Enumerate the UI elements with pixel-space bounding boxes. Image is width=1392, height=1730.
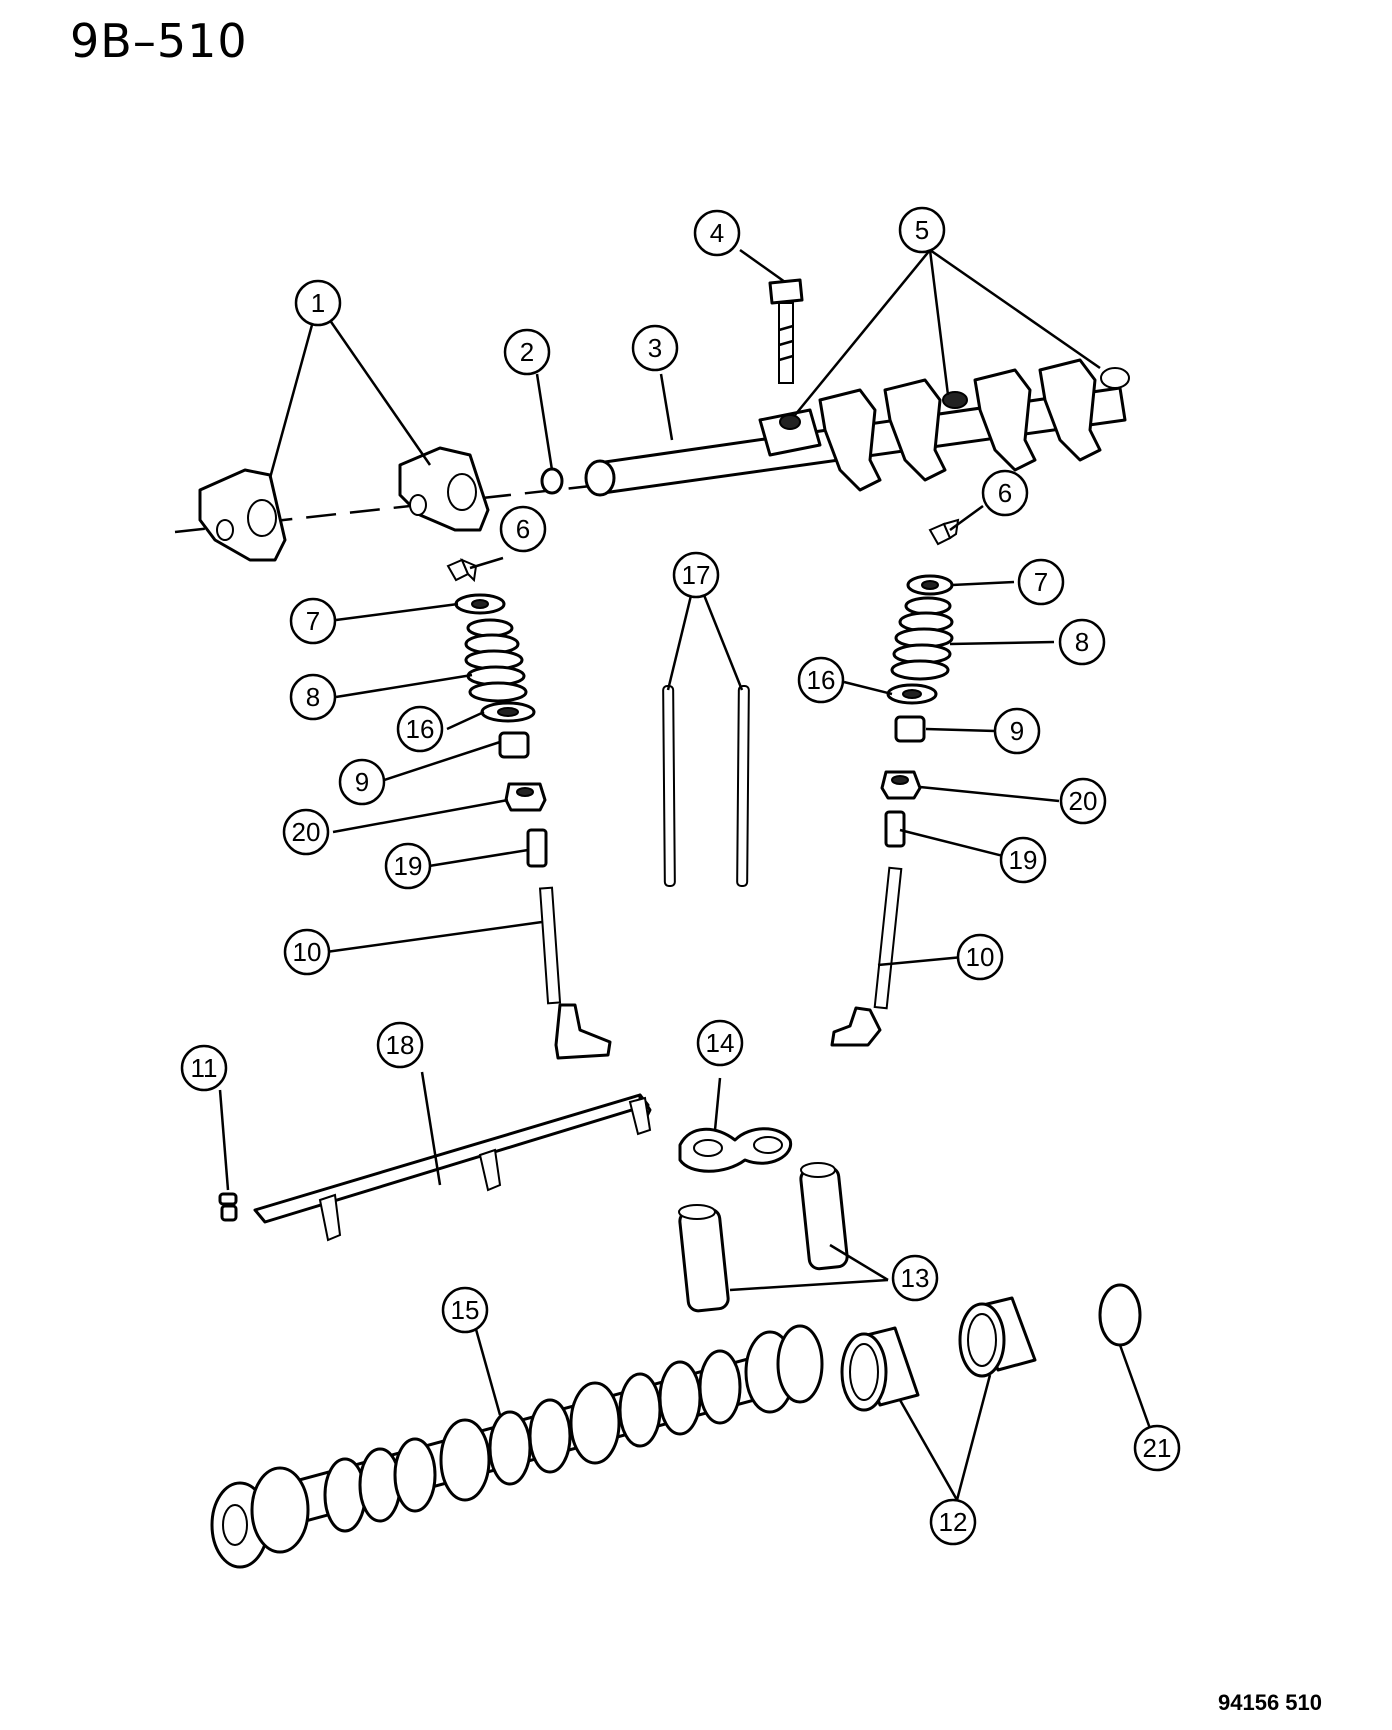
callout-label: 11 [191, 1053, 218, 1083]
callout-4: 4 [693, 209, 741, 257]
callout-3: 3 [631, 324, 679, 372]
callout-label: 12 [939, 1507, 968, 1537]
callout-label: 15 [451, 1295, 480, 1325]
callout-16-left: 16 [396, 705, 444, 753]
callout-label: 2 [520, 337, 534, 367]
rocker-shaft-assembly [584, 358, 1130, 497]
callout-12: 12 [929, 1498, 977, 1546]
callout-10-left: 10 [283, 928, 331, 976]
callout-label: 10 [966, 942, 995, 972]
expansion-plug [1098, 1283, 1142, 1347]
callout-label: 21 [1143, 1433, 1172, 1463]
callout-10-right: 10 [956, 933, 1004, 981]
callout-5: 5 [898, 206, 946, 254]
callout-15: 15 [441, 1286, 489, 1334]
leader-lines [218, 248, 1159, 1501]
roller-lifters [678, 1162, 849, 1313]
callout-label: 8 [306, 682, 320, 712]
callout-18: 18 [376, 1021, 424, 1069]
camshaft-bearings [840, 1296, 1037, 1412]
callout-label: 20 [292, 817, 321, 847]
callout-label: 16 [807, 665, 836, 695]
callout-label: 7 [306, 606, 320, 636]
callout-9-right: 9 [993, 707, 1041, 755]
callout-label: 19 [1009, 845, 1038, 875]
rocker-bolt [768, 278, 804, 384]
callout-label: 6 [998, 478, 1012, 508]
callout-2: 2 [503, 328, 551, 376]
callout-17: 17 [672, 551, 720, 599]
callout-label: 6 [516, 514, 530, 544]
callout-7-right: 7 [1017, 558, 1065, 606]
callout-19-left: 19 [384, 842, 432, 890]
callout-label: 7 [1034, 567, 1048, 597]
callout-label: 17 [682, 560, 711, 590]
drawing-reference-code: 94156 510 [1218, 1690, 1322, 1715]
callout-9-left: 9 [338, 758, 386, 806]
callout-20-right: 20 [1059, 777, 1107, 825]
callout-label: 20 [1069, 786, 1098, 816]
callout-20-left: 20 [282, 808, 330, 856]
callout-label: 13 [901, 1263, 930, 1293]
push-rods [662, 684, 750, 888]
page-title: 9B–510 [70, 14, 248, 68]
callout-label: 14 [706, 1028, 735, 1058]
callout-label: 18 [386, 1030, 415, 1060]
callout-label: 16 [406, 714, 435, 744]
callout-16-right: 16 [797, 656, 845, 704]
callout-14: 14 [696, 1019, 744, 1067]
rocker-shaft-retainer [540, 467, 564, 495]
callout-label: 3 [648, 333, 662, 363]
callout-11: 11 [180, 1044, 228, 1092]
callout-label: 19 [394, 851, 423, 881]
lifter-guide-holder [253, 1093, 652, 1242]
right-valve-stack [830, 518, 960, 1047]
callout-6-right: 6 [981, 469, 1029, 517]
callout-label: 9 [355, 767, 369, 797]
lifter-yoke [678, 1127, 793, 1173]
camshaft [210, 1324, 824, 1569]
rocker-arm-left-pair [174, 446, 601, 562]
callout-label: 9 [1010, 716, 1024, 746]
left-valve-stack [446, 558, 612, 1060]
callout-label: 5 [915, 215, 929, 245]
callout-8-left: 8 [289, 673, 337, 721]
callout-label: 1 [311, 288, 325, 318]
callout-label: 10 [293, 937, 322, 967]
callout-13: 13 [891, 1254, 939, 1302]
callout-7-left: 7 [289, 597, 337, 645]
callout-1: 1 [294, 279, 342, 327]
callout-19-right: 19 [999, 836, 1047, 884]
callout-label: 8 [1075, 627, 1089, 657]
callout-8-right: 8 [1058, 618, 1106, 666]
callout-6-left: 6 [499, 505, 547, 553]
callout-label: 4 [710, 218, 724, 248]
lifter-guide-bolt [218, 1192, 238, 1222]
callout-21: 21 [1133, 1424, 1181, 1472]
